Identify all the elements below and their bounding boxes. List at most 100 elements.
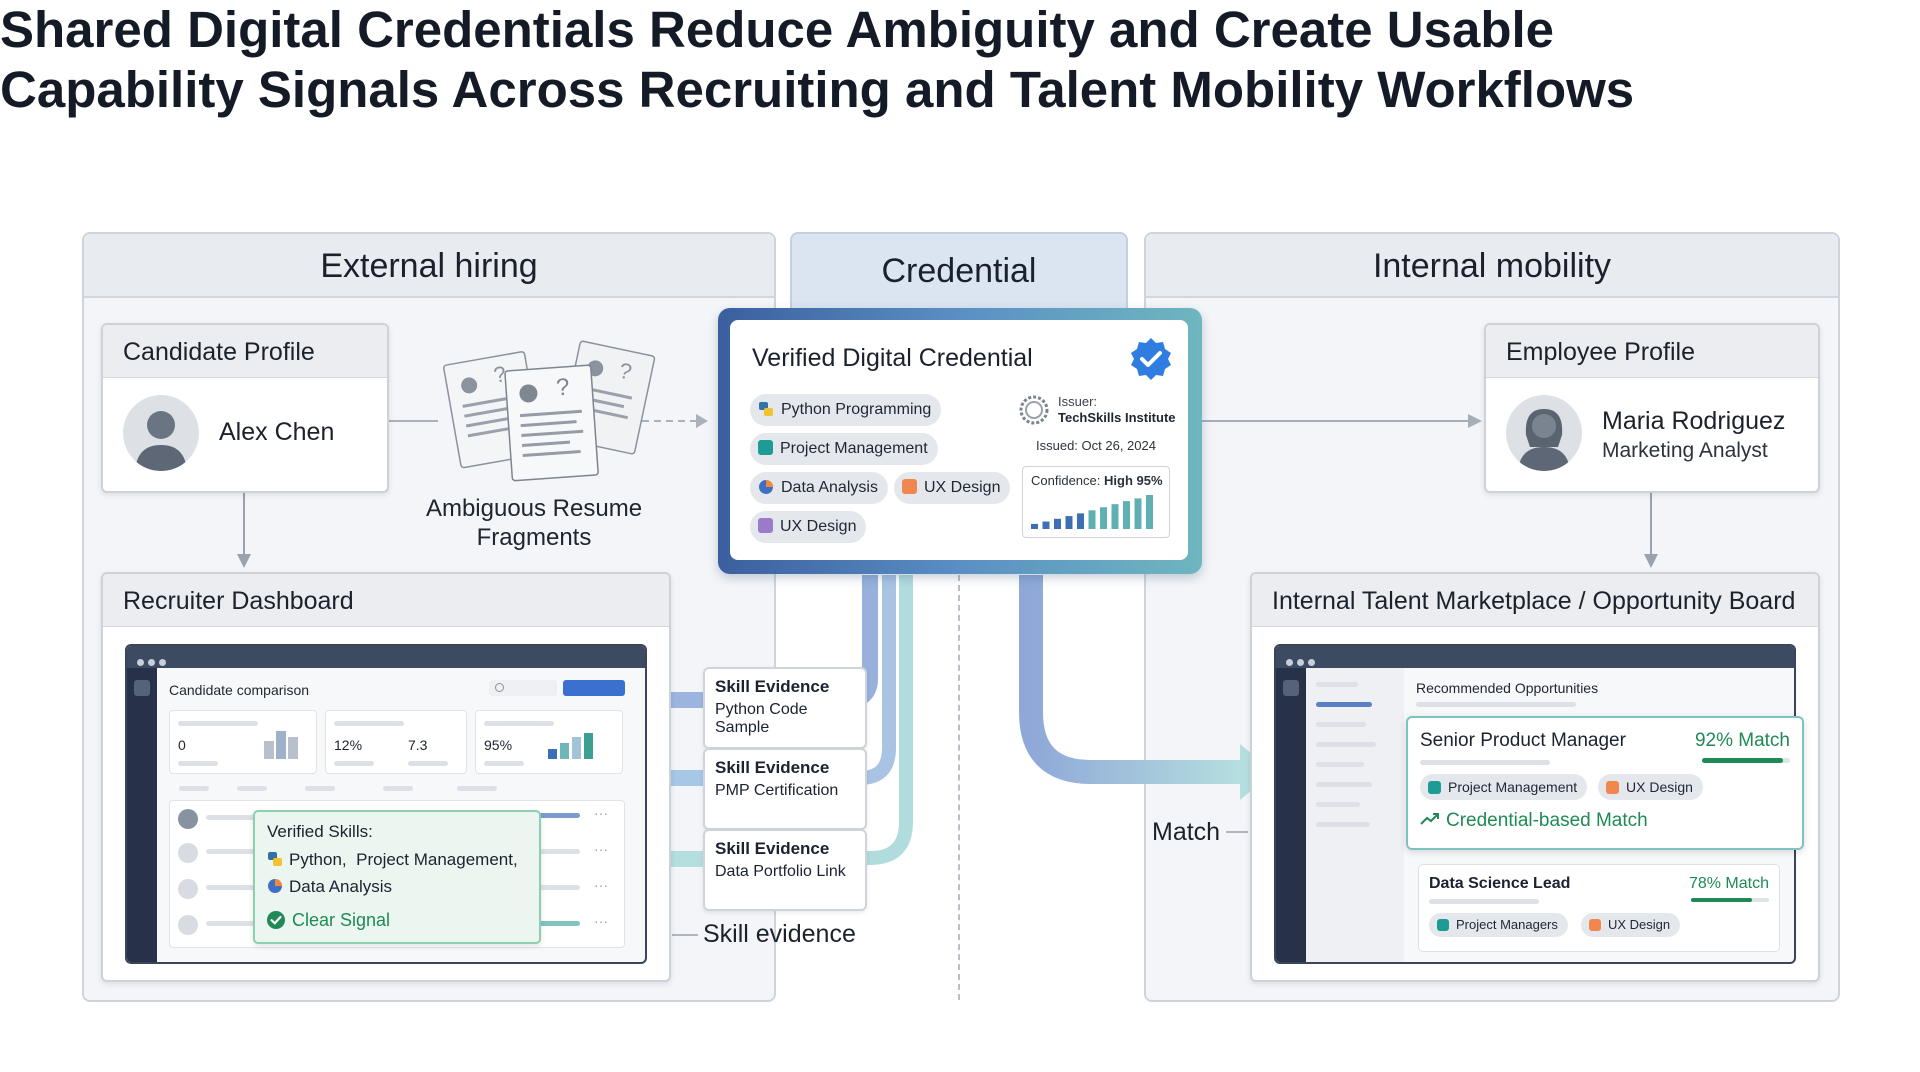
opp2-match-bar: [1691, 898, 1769, 902]
confidence-bar: [1123, 501, 1130, 529]
skill-chip-ux-design: UX Design: [894, 472, 1011, 504]
shield-icon: [1589, 919, 1601, 931]
briefcase-icon: [1428, 781, 1441, 794]
row-more-icon[interactable]: ···: [594, 913, 608, 929]
recommended-opportunities-title: Recommended Opportunities: [1416, 680, 1599, 696]
clear-signal: Clear Signal: [267, 910, 390, 931]
check-circle-icon: [267, 911, 285, 929]
metric-value-3: 7.3: [408, 737, 428, 753]
opp1-match-bar: [1702, 758, 1790, 763]
svg-text:?: ?: [617, 358, 634, 385]
pie-chart-icon: [759, 480, 773, 494]
candidate-profile-header: Candidate Profile: [103, 325, 387, 378]
confidence-bar: [1088, 510, 1096, 529]
match-label: Match: [1152, 818, 1221, 846]
window-dots-icon: [1286, 653, 1319, 671]
opp2-match: 78% Match: [1688, 875, 1769, 892]
verified-skills-line1: Python, Project Management,: [267, 850, 518, 870]
recruiter-screen: Candidate comparison 0 12% 7.3 95%: [125, 644, 647, 964]
issued-date: Issued: Oct 26, 2024: [1036, 438, 1156, 453]
svg-text:?: ?: [492, 361, 508, 388]
issuer-seal-icon: [1019, 395, 1049, 425]
verified-credential-card[interactable]: Verified Digital Credential Python Progr…: [730, 320, 1188, 560]
confidence-bars: [1031, 495, 1153, 529]
credential-based-match: Credential-based Match: [1420, 810, 1648, 832]
confidence-label-row: Confidence: High 95%: [1031, 473, 1163, 488]
metric-value-2: 12%: [334, 737, 363, 753]
compare-button[interactable]: [563, 680, 625, 696]
skill-chip-ux-design-2: UX Design: [750, 511, 867, 543]
candidate-name: Alex Chen: [219, 418, 335, 446]
python-icon: [759, 402, 773, 416]
confidence-bar: [1065, 516, 1073, 529]
confidence-bar: [1031, 523, 1038, 529]
marketplace-header: Internal Talent Marketplace / Opportunit…: [1252, 574, 1818, 627]
internal-mobility-header: Internal mobility: [1146, 234, 1838, 298]
shield-icon: [1606, 781, 1619, 794]
evidence-flow-portfolio: [845, 575, 913, 865]
skill-evidence-label: Skill evidence: [703, 920, 856, 948]
opp1-chip-ux: UX Design: [1598, 774, 1703, 800]
skill-evidence-python[interactable]: Skill Evidence Python Code Sample: [703, 667, 867, 749]
credential-header: Credential: [792, 234, 1126, 314]
confidence-bar: [1111, 504, 1119, 529]
candidate-profile-card[interactable]: Candidate Profile Alex Chen: [101, 323, 389, 493]
svg-text:?: ?: [555, 374, 570, 402]
briefcase-icon: [1437, 919, 1449, 931]
metric-card-3: 95%: [475, 710, 623, 774]
center-divider: [958, 575, 960, 1000]
opp1-match: 92% Match: [1694, 730, 1790, 751]
row-more-icon[interactable]: ···: [594, 805, 608, 821]
resume-fragments-icon: ? ? ?: [443, 340, 656, 482]
opportunity-senior-pm[interactable]: Senior Product Manager 92% Match Project…: [1406, 716, 1804, 850]
metric-value-4: 95%: [484, 737, 513, 753]
marketplace-screen: Recommended Opportunities: [1274, 644, 1796, 964]
metric-card-1: 0: [169, 710, 317, 774]
person-icon: [135, 411, 187, 471]
marketplace-nav: [1306, 668, 1404, 962]
row-more-icon[interactable]: ···: [594, 877, 608, 893]
metric-card-2: 12% 7.3: [325, 710, 467, 774]
recruiter-dashboard-card[interactable]: Recruiter Dashboard Candidate comparison…: [101, 572, 671, 982]
marketplace-card[interactable]: Internal Talent Marketplace / Opportunit…: [1250, 572, 1820, 982]
page-title: Shared Digital Credentials Reduce Ambigu…: [0, 1, 1635, 118]
opp1-title: Senior Product Manager: [1420, 730, 1626, 751]
row-more-icon[interactable]: ···: [594, 841, 608, 857]
confidence-bar: [1077, 513, 1084, 529]
python-icon: [268, 852, 282, 866]
trend-up-icon: [1420, 813, 1439, 825]
confidence-bar: [1146, 495, 1153, 529]
skill-chip-project-management: Project Management: [750, 433, 938, 465]
candidate-avatar: [123, 395, 199, 471]
match-flow: [1019, 575, 1245, 784]
opp2-chip-ux: UX Design: [1581, 913, 1681, 937]
employee-avatar: [1506, 395, 1582, 471]
recruiter-dashboard-header: Recruiter Dashboard: [103, 574, 669, 627]
resume-fragments-label: Ambiguous Resume Fragments: [414, 494, 654, 552]
external-hiring-header: External hiring: [84, 234, 774, 298]
resume-label-line2: Fragments: [476, 524, 592, 551]
employee-profile-card[interactable]: Employee Profile Maria Rodriguez Marketi…: [1484, 323, 1820, 493]
skill-chip-data-analysis: Data Analysis: [750, 472, 888, 504]
search-icon: [495, 683, 504, 692]
confidence-bar: [1134, 498, 1142, 529]
search-bar[interactable]: [489, 680, 557, 696]
skill-evidence-pmp[interactable]: Skill Evidence PMP Certification: [703, 748, 867, 830]
confidence-box: Confidence: High 95%: [1022, 466, 1170, 538]
candidate-comparison-title: Candidate comparison: [169, 682, 310, 698]
opportunity-data-science-lead[interactable]: Data Science Lead 78% Match Project Mana…: [1418, 864, 1780, 952]
confidence-bar: [1042, 521, 1050, 529]
skill-chip-python: Python Programming: [750, 394, 942, 426]
opp1-chip-pm: Project Management: [1420, 774, 1588, 800]
skill-evidence-portfolio[interactable]: Skill Evidence Data Portfolio Link: [703, 829, 867, 911]
opp2-chip-pm: Project Managers: [1429, 913, 1568, 937]
confidence-bar: [1054, 518, 1061, 529]
issuer-label: Issuer:: [1058, 394, 1098, 409]
person-female-icon: [1518, 409, 1570, 471]
verified-skills-line2: Data Analysis: [267, 877, 392, 897]
pie-chart-icon: [268, 879, 282, 893]
confidence-value: High 95%: [1104, 473, 1163, 488]
opp2-title: Data Science Lead: [1429, 875, 1571, 892]
verified-skills-popover: Verified Skills: Python, Project Managem…: [253, 810, 541, 944]
confidence-label: Confidence:: [1031, 473, 1101, 488]
